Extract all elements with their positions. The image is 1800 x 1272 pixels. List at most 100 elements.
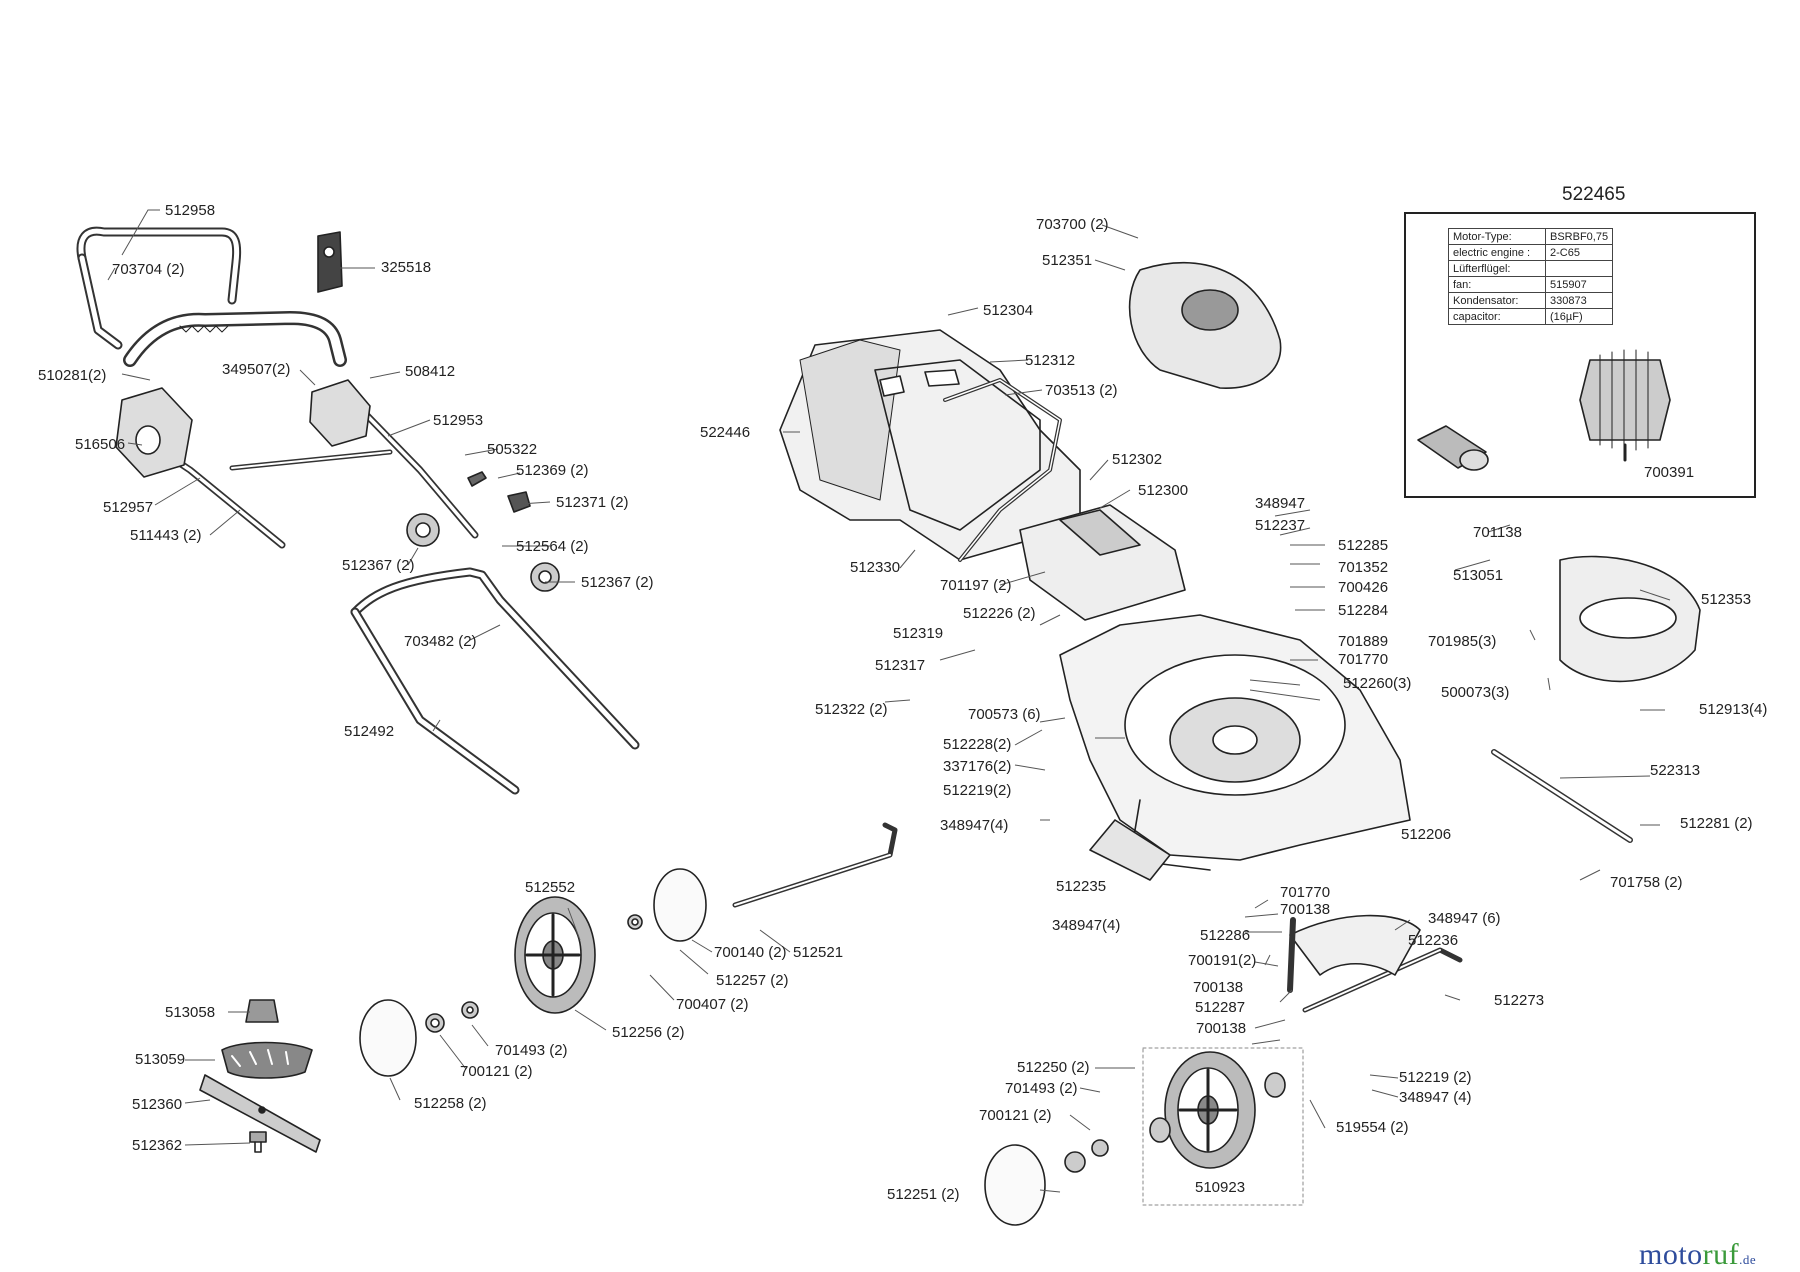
- part-label-512360: 512360: [132, 1096, 183, 1113]
- handle-bracket: [309, 379, 371, 447]
- blade-shaft: [1287, 917, 1296, 993]
- part-label-512257: 512257 (2): [716, 972, 789, 989]
- front-axle: [1289, 914, 1463, 1013]
- front-hubcap: [984, 1139, 1109, 1226]
- spec-value: 330873: [1544, 292, 1614, 309]
- motor-cover: [1128, 261, 1282, 389]
- impeller-housing: [1559, 555, 1701, 683]
- part-label-512250: 512250 (2): [1017, 1059, 1090, 1076]
- part-label-700140: 700140 (2): [714, 944, 787, 961]
- part-label-512913: 512913(4): [1699, 701, 1768, 718]
- part-label-512281: 512281 (2): [1680, 815, 1753, 832]
- part-label-512260: 512260(3): [1343, 675, 1412, 692]
- motor-spec-table: Motor-Type:BSRBF0,75 electric engine :2-…: [1448, 228, 1614, 325]
- part-label-516506: 516506: [75, 436, 126, 453]
- lower-handle: [350, 567, 640, 795]
- part-label-511443: 511443 (2): [130, 527, 202, 544]
- part-label-512300: 512300: [1138, 482, 1189, 499]
- part-label-512552: 512552: [525, 879, 576, 896]
- part-label-512236: 512236: [1408, 932, 1459, 949]
- spec-key: Motor-Type:: [1448, 228, 1546, 245]
- motor-box-title: 522465: [1562, 184, 1626, 205]
- part-label-512319: 512319: [893, 625, 944, 642]
- part-label-348947e: 348947 (4): [1399, 1089, 1472, 1106]
- cutting-blade: [199, 1074, 321, 1153]
- part-label-348947a: 348947: [1255, 495, 1306, 512]
- bag-lid: [1019, 504, 1186, 621]
- spec-row: Kondensator:330873: [1448, 292, 1614, 309]
- spec-value: 2-C65: [1544, 244, 1614, 261]
- motor-stator: [1579, 349, 1671, 462]
- bag-frame: [943, 378, 1062, 562]
- part-label-512317: 512317: [875, 657, 926, 674]
- part-label-512251: 512251 (2): [887, 1186, 960, 1203]
- part-label-700138c: 700138: [1196, 1020, 1247, 1037]
- part-label-512958: 512958: [165, 202, 216, 219]
- part-label-505322: 505322: [487, 441, 538, 458]
- spec-row: electric engine :2-C65: [1448, 244, 1614, 261]
- part-label-701889: 701889: [1338, 633, 1389, 650]
- part-label-700426: 700426: [1338, 579, 1389, 596]
- upper-handle-bar: [76, 226, 242, 350]
- blade-adapter: [221, 999, 313, 1079]
- part-label-701770a: 701770: [1338, 651, 1389, 668]
- part-label-703482: 703482 (2): [404, 633, 477, 650]
- part-label-700138b: 700138: [1193, 979, 1244, 996]
- part-label-512351: 512351: [1042, 252, 1093, 269]
- blade-bolt: [249, 1131, 267, 1153]
- part-label-512273: 512273: [1494, 992, 1545, 1009]
- wheel-group-outline: [1142, 1047, 1304, 1206]
- leader-lines: [107, 209, 1671, 1193]
- star-knobs: [406, 471, 560, 592]
- part-label-348947b: 348947(4): [940, 817, 1009, 834]
- part-label-512371: 512371 (2): [556, 494, 629, 511]
- spec-value: [1544, 260, 1614, 277]
- part-label-512285: 512285: [1338, 537, 1389, 554]
- switch-box: [115, 387, 193, 478]
- spec-key: electric engine :: [1448, 244, 1546, 261]
- part-label-701197: 701197 (2): [940, 577, 1012, 594]
- rear-wheel: [514, 896, 596, 1014]
- part-label-512286: 512286: [1200, 927, 1251, 944]
- part-label-512256: 512256 (2): [612, 1024, 685, 1041]
- part-label-700391: 700391: [1644, 464, 1695, 481]
- part-label-701493a: 701493 (2): [495, 1042, 568, 1059]
- part-label-700407: 700407 (2): [676, 996, 749, 1013]
- part-label-349507: 349507(2): [222, 361, 291, 378]
- part-label-512226: 512226 (2): [963, 605, 1036, 622]
- part-label-512258: 512258 (2): [414, 1095, 487, 1112]
- part-label-700573: 700573 (6): [968, 706, 1041, 723]
- spec-key: capacitor:: [1448, 308, 1546, 325]
- part-label-512304: 512304: [983, 302, 1034, 319]
- spec-value: (16µF): [1544, 308, 1614, 325]
- part-label-512362: 512362: [132, 1137, 183, 1154]
- spec-key: Kondensator:: [1448, 292, 1546, 309]
- part-label-512330: 512330: [850, 559, 901, 576]
- part-label-512322: 512322 (2): [815, 701, 888, 718]
- motor-detail-box: [1404, 212, 1756, 498]
- part-label-512953: 512953: [433, 412, 484, 429]
- part-label-700121a: 700121 (2): [460, 1063, 533, 1080]
- part-label-700138a: 700138: [1280, 901, 1331, 918]
- part-label-512367a: 512367 (2): [342, 557, 415, 574]
- part-label-512369: 512369 (2): [516, 462, 589, 479]
- part-label-510923: 510923: [1195, 1179, 1246, 1196]
- handle-grip: [123, 311, 347, 367]
- spec-row: fan:515907: [1448, 276, 1614, 293]
- spec-key: Lüfterflügel:: [1448, 260, 1546, 277]
- part-label-512302: 512302: [1112, 451, 1163, 468]
- part-label-700191: 700191(2): [1188, 952, 1257, 969]
- part-label-512367b: 512367 (2): [581, 574, 654, 591]
- part-label-701352: 701352: [1338, 559, 1389, 576]
- part-label-522313: 522313: [1650, 762, 1701, 779]
- capacitor: [1417, 425, 1489, 471]
- part-label-508412: 508412: [405, 363, 456, 380]
- part-label-522446: 522446: [700, 424, 751, 441]
- part-label-701770b: 701770: [1280, 884, 1331, 901]
- part-label-348947d: 348947 (6): [1428, 910, 1501, 927]
- part-label-512957: 512957: [103, 499, 154, 516]
- rear-axle: [732, 822, 898, 908]
- part-label-512284: 512284: [1338, 602, 1389, 619]
